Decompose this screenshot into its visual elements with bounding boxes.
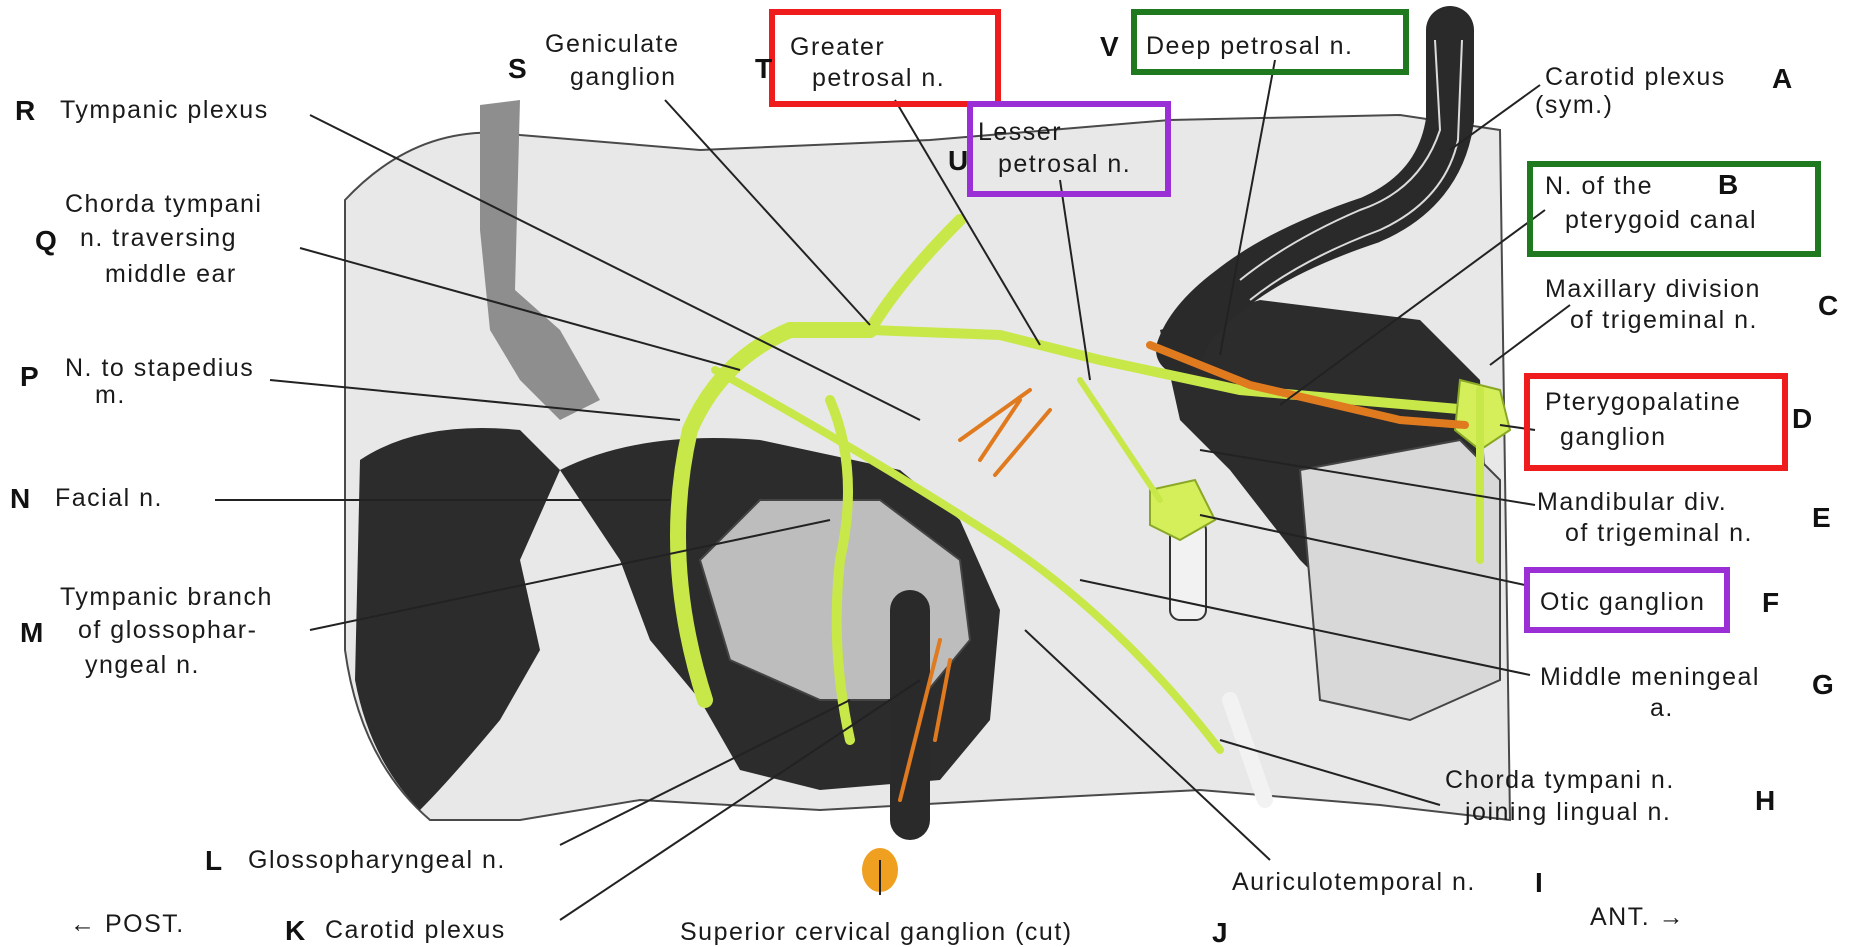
letter-N: N: [10, 483, 30, 514]
letter-E: E: [1812, 502, 1831, 533]
letter-V: V: [1100, 31, 1119, 62]
label-A-line1: Carotid plexus: [1545, 63, 1726, 91]
letter-M: M: [20, 617, 43, 648]
label-N: Facial n.: [55, 484, 163, 512]
label-J: Superior cervical ganglion (cut): [680, 918, 1073, 946]
label-M-line1: Tympanic branch: [60, 583, 273, 611]
label-Q-line3: middle ear: [105, 260, 237, 288]
label-D-line1: Pterygopalatine: [1545, 388, 1741, 416]
label-E-line1: Mandibular div.: [1537, 488, 1727, 516]
orientation-posterior: ← POST.: [70, 910, 185, 938]
letter-B: B: [1718, 169, 1738, 200]
letter-L: L: [205, 845, 222, 876]
letter-U: U: [948, 145, 968, 176]
label-U-line2: petrosal n.: [998, 150, 1131, 178]
label-P-line1: N. to stapedius: [65, 354, 254, 382]
label-G-line1: Middle meningeal: [1540, 663, 1760, 691]
label-B-line1: N. of the: [1545, 172, 1653, 200]
label-P-line2: m.: [95, 381, 126, 409]
letter-Q: Q: [35, 225, 57, 256]
label-F: Otic ganglion: [1540, 588, 1705, 616]
letter-C: C: [1818, 290, 1838, 321]
letter-K: K: [285, 915, 305, 946]
label-H-line1: Chorda tympani n.: [1445, 766, 1675, 794]
letter-S: S: [508, 53, 527, 84]
orientation-anterior: ANT. →: [1590, 903, 1685, 931]
label-Q-line1: Chorda tympani: [65, 190, 262, 218]
label-S-line2: ganglion: [570, 63, 677, 91]
label-C-line1: Maxillary division: [1545, 275, 1761, 303]
label-I: Auriculotemporal n.: [1232, 868, 1476, 896]
label-S-line1: Geniculate: [545, 30, 680, 58]
letter-G: G: [1812, 669, 1834, 700]
label-T-line2: petrosal n.: [812, 64, 945, 92]
letter-R: R: [15, 95, 35, 126]
label-B-line2: pterygoid canal: [1565, 206, 1757, 234]
letter-F: F: [1762, 587, 1779, 618]
label-V: Deep petrosal n.: [1146, 32, 1353, 60]
label-M-line3: yngeal n.: [85, 651, 200, 679]
label-Q-line2: n. traversing: [80, 224, 237, 252]
label-A-line2: (sym.): [1535, 91, 1613, 119]
label-C-line2: of trigeminal n.: [1570, 306, 1758, 334]
label-R: Tympanic plexus: [60, 96, 269, 124]
label-K: Carotid plexus: [325, 916, 506, 944]
letter-P: P: [20, 361, 39, 392]
label-D-line2: ganglion: [1560, 423, 1667, 451]
letter-I: I: [1535, 867, 1543, 898]
anatomy-illustration: [345, 30, 1510, 820]
label-M-line2: of glossophar-: [78, 616, 257, 644]
label-T-line1: Greater: [790, 33, 885, 61]
letter-J: J: [1212, 917, 1228, 947]
label-L: Glossopharyngeal n.: [248, 846, 506, 874]
letter-A: A: [1772, 63, 1792, 94]
label-U-line1: Lesser: [978, 118, 1062, 146]
label-G-line2: a.: [1650, 694, 1674, 722]
letter-D: D: [1792, 403, 1812, 434]
letter-H: H: [1755, 785, 1775, 816]
letter-T: T: [755, 53, 772, 84]
label-E-line2: of trigeminal n.: [1565, 519, 1753, 547]
label-H-line2: joining lingual n.: [1464, 798, 1671, 826]
